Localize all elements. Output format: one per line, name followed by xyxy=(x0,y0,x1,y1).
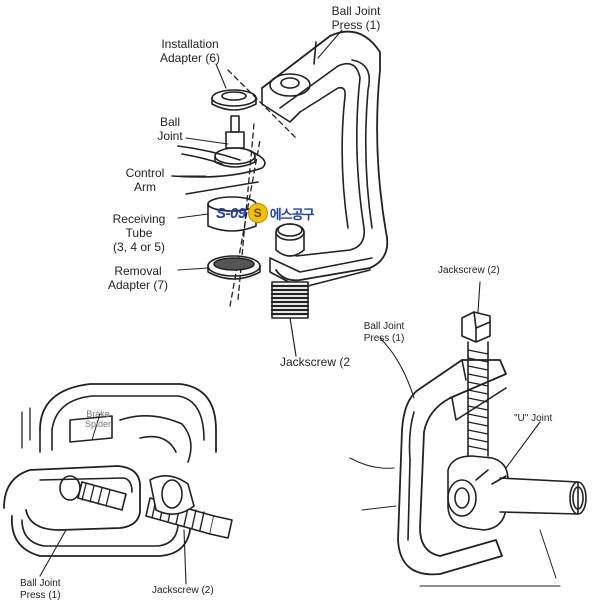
ball-joint-press-top xyxy=(261,30,389,289)
watermark-logo: S-09 S 에스공구 xyxy=(216,202,315,224)
label-receiving-tube: Receiving Tube (3, 4 or 5) xyxy=(112,212,166,254)
label-jackscrew-right: Jackscrew (2) xyxy=(438,265,500,276)
watermark-badge-icon: S xyxy=(247,203,268,223)
label-installation-adapter: Installation Adapter (6) xyxy=(159,37,221,65)
brake-drum xyxy=(21,383,217,463)
jackscrew-bottom xyxy=(59,475,233,539)
label-ball-joint: Ball Joint xyxy=(157,115,183,143)
ball-joint xyxy=(214,115,256,168)
label-press-top: Ball Joint Press (1) xyxy=(331,4,381,32)
ball-joint-press-right xyxy=(397,359,507,576)
label-press-bottom: Ball Joint Press (1) xyxy=(20,578,61,601)
label-u-joint: "U" Joint xyxy=(514,413,553,424)
ball-joint-press-bottom xyxy=(3,465,191,557)
label-removal-adapter: Removal Adapter (7) xyxy=(107,264,169,292)
control-arm xyxy=(171,145,266,195)
jackscrew-top xyxy=(270,281,310,357)
jackscrew-right xyxy=(461,281,491,457)
label-brake-spider: Brake Spider xyxy=(84,409,111,429)
u-joint xyxy=(447,421,587,531)
removal-adapter xyxy=(207,255,261,280)
leader-press-right xyxy=(379,337,415,399)
leader-lines-bottom xyxy=(39,529,187,585)
watermark-name: 에스공구 xyxy=(269,207,315,223)
label-jackscrew-top: Jackscrew (2 xyxy=(280,355,351,369)
ground-lines-right xyxy=(349,457,561,587)
installation-adapter xyxy=(211,89,257,111)
label-jackscrew-bottom: Jackscrew (2) xyxy=(152,585,214,596)
label-press-right: Ball Joint Press (1) xyxy=(363,321,405,344)
leader-lines-top xyxy=(177,29,343,271)
watermark-code: S-09 xyxy=(216,204,246,222)
label-control-arm: Control Arm xyxy=(125,166,165,194)
